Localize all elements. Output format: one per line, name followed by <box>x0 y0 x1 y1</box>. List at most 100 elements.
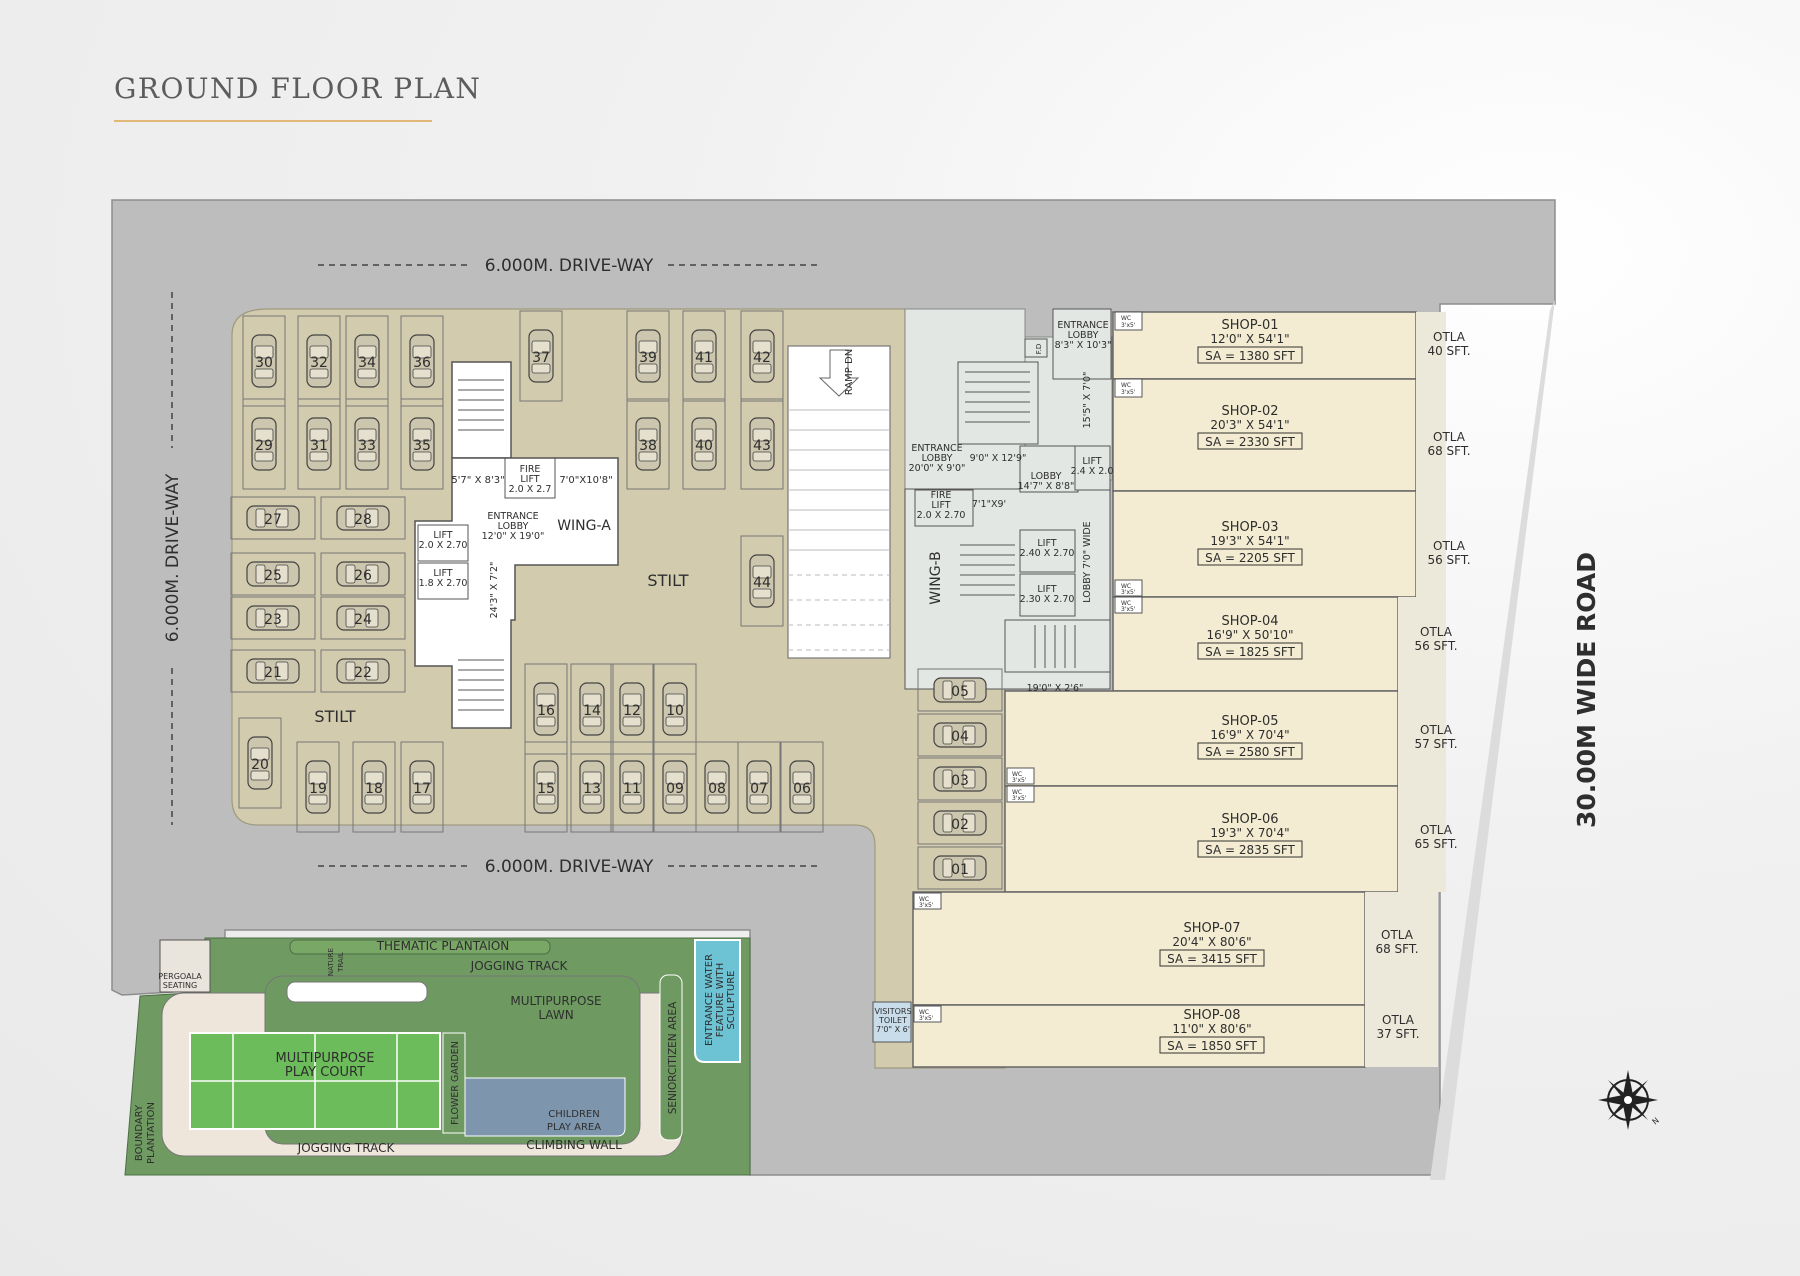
parking-bay-number: 15 <box>537 781 555 797</box>
parking-bay-outline <box>320 649 406 693</box>
parking-bay-outline <box>400 398 444 490</box>
parking-bay: 38 <box>626 398 670 490</box>
wing-a-dim2: 7'0"X10'8" <box>559 475 612 486</box>
parking-bay: 07 <box>737 741 781 833</box>
parking-bay-outline <box>653 663 697 755</box>
compass-north-label: N <box>1651 1116 1661 1127</box>
wing-b-labels: F.D ENTRANCE LOBBY 8'3" X 10'3" 15'5" X … <box>909 320 1114 694</box>
parking-bay-number: 19 <box>309 781 327 797</box>
otla-label: OTLA <box>1420 625 1453 639</box>
parking-bay-number: 34 <box>358 355 376 371</box>
parking-bay: 22 <box>320 649 406 693</box>
parking-bay-outline <box>296 741 340 833</box>
wc-label: WC <box>1121 600 1131 607</box>
wc-label: WC <box>919 896 929 903</box>
senior-area-label: SENIORCITIZEN AREA <box>667 1001 679 1114</box>
parking-bay: 12 <box>610 663 654 755</box>
wing-b-lift2-2: 2.30 X 2.70 <box>1020 594 1075 605</box>
parking-bay: 33 <box>345 398 389 490</box>
wing-a-fire-lift-2: LIFT <box>520 474 539 485</box>
shop-dimensions: 12'0" X 54'1" <box>1210 332 1289 346</box>
wing-b-fire-lift-1: FIRE <box>931 490 952 501</box>
parking-bay-number: 36 <box>413 355 431 371</box>
wc-size: 3'x5' <box>1121 606 1136 613</box>
wing-b-lift1-2: 2.40 X 2.70 <box>1020 548 1075 559</box>
parking-bay-outline <box>400 315 444 407</box>
parking-bay: 43 <box>740 398 784 490</box>
wc-label: WC <box>1012 771 1022 778</box>
parking-bay-outline <box>917 668 1003 712</box>
otla-label: OTLA <box>1420 723 1453 737</box>
parking-bay-outline <box>740 398 784 490</box>
parking-bay: 26 <box>320 552 406 596</box>
parking-bay-number: 13 <box>583 781 601 797</box>
wc-size: 3'x5' <box>1121 589 1136 596</box>
lawn-label-2: LAWN <box>538 1008 573 1022</box>
shop-name: SHOP-03 <box>1221 520 1278 535</box>
parking-bay: 29 <box>242 398 286 490</box>
parking-bay-outline <box>352 741 396 833</box>
wc-boxes: WC 3'x5' WC 3'x5' WC 3'x5' WC 3'x5' WC 3… <box>913 311 1143 1023</box>
parking-bay: 10 <box>653 663 697 755</box>
wing-b-left-lobby-3: 20'0" X 9'0" <box>909 463 966 474</box>
driveway-left-label: 6.000M. DRIVE-WAY <box>163 473 183 642</box>
parking-bay-outline <box>682 310 726 402</box>
wing-b-left-lobby-2: LOBBY <box>922 453 953 464</box>
parking-bay-number: 38 <box>639 438 657 454</box>
wing-a-lobby-3: 12'0" X 19'0" <box>482 531 545 542</box>
wing-a-lift1-2: 2.0 X 2.70 <box>419 540 468 551</box>
parking-bay-number: 04 <box>951 729 969 745</box>
road-label: 30.00M WIDE ROAD <box>1572 552 1601 828</box>
wc-label: WC <box>1121 315 1131 322</box>
parking-bay-outline <box>230 552 316 596</box>
shop-area: SA = 2330 SFT <box>1205 435 1295 449</box>
wing-a-fire-lift-3: 2.0 X 2.7 <box>509 484 552 495</box>
shop-dimensions: 20'3" X 54'1" <box>1210 418 1289 432</box>
jogging-track-bottom-label: JOGGING TRACK <box>297 1141 396 1155</box>
parking-bay-outline <box>570 741 614 833</box>
parking-bay: 30 <box>242 315 286 407</box>
parking-bay-outline <box>626 398 670 490</box>
wing-b-dim-c: 15'5" X 7'0" <box>1082 372 1093 429</box>
parking-bay-number: 37 <box>532 350 550 366</box>
parking-bay: 23 <box>230 596 316 640</box>
parking-bay-number: 08 <box>708 781 726 797</box>
wing-b-lobby-1: LOBBY <box>1031 471 1062 482</box>
stilt-label-left: STILT <box>314 707 355 726</box>
parking-bay-outline <box>242 398 286 490</box>
parking-bay-number: 10 <box>666 703 684 719</box>
wc-size: 3'x5' <box>1121 389 1136 396</box>
flower-garden-label: FLOWER GARDEN <box>450 1041 461 1125</box>
shop-dimensions: 20'4" X 80'6" <box>1172 935 1251 949</box>
wing-b-label: WING-B <box>928 551 944 604</box>
nature-trail-1: NATURE <box>327 948 335 976</box>
parking-bay: 27 <box>230 496 316 540</box>
wing-b-fire-lift-3: 2.0 X 2.70 <box>917 510 966 521</box>
parking-bay-number: 32 <box>310 355 328 371</box>
parking-bay-number: 14 <box>583 703 601 719</box>
parking-bay-number: 42 <box>753 350 771 366</box>
parking-bay-number: 39 <box>639 350 657 366</box>
shop-name: SHOP-07 <box>1183 921 1240 936</box>
wing-b-top-lobby-1: ENTRANCE <box>1057 320 1108 331</box>
shop-area: SA = 2580 SFT <box>1205 745 1295 759</box>
pergola-label-2: SEATING <box>163 981 197 990</box>
parking-bay-number: 20 <box>251 757 269 773</box>
wing-b-core <box>904 308 1113 690</box>
thematic-plantation-label: THEMATIC PLANTAION <box>376 939 510 953</box>
wing-a-core <box>414 361 619 729</box>
parking-bay-number: 23 <box>264 612 282 628</box>
parking-bay-number: 35 <box>413 438 431 454</box>
parking-bay-outline <box>917 846 1003 890</box>
shop-area-box <box>1197 432 1303 450</box>
shop-name: SHOP-01 <box>1221 318 1278 333</box>
water-feature-1: ENTRANCE WATER <box>704 954 715 1046</box>
shop-area-box <box>1197 742 1303 760</box>
otla-label: OTLA <box>1382 1013 1415 1027</box>
lawn-label-1: MULTIPURPOSE <box>510 994 601 1008</box>
wing-a-lift2-1: LIFT <box>433 568 452 579</box>
shop-area-box <box>1197 346 1303 364</box>
wing-b-dim-b: 7'1"X9' <box>972 499 1006 510</box>
